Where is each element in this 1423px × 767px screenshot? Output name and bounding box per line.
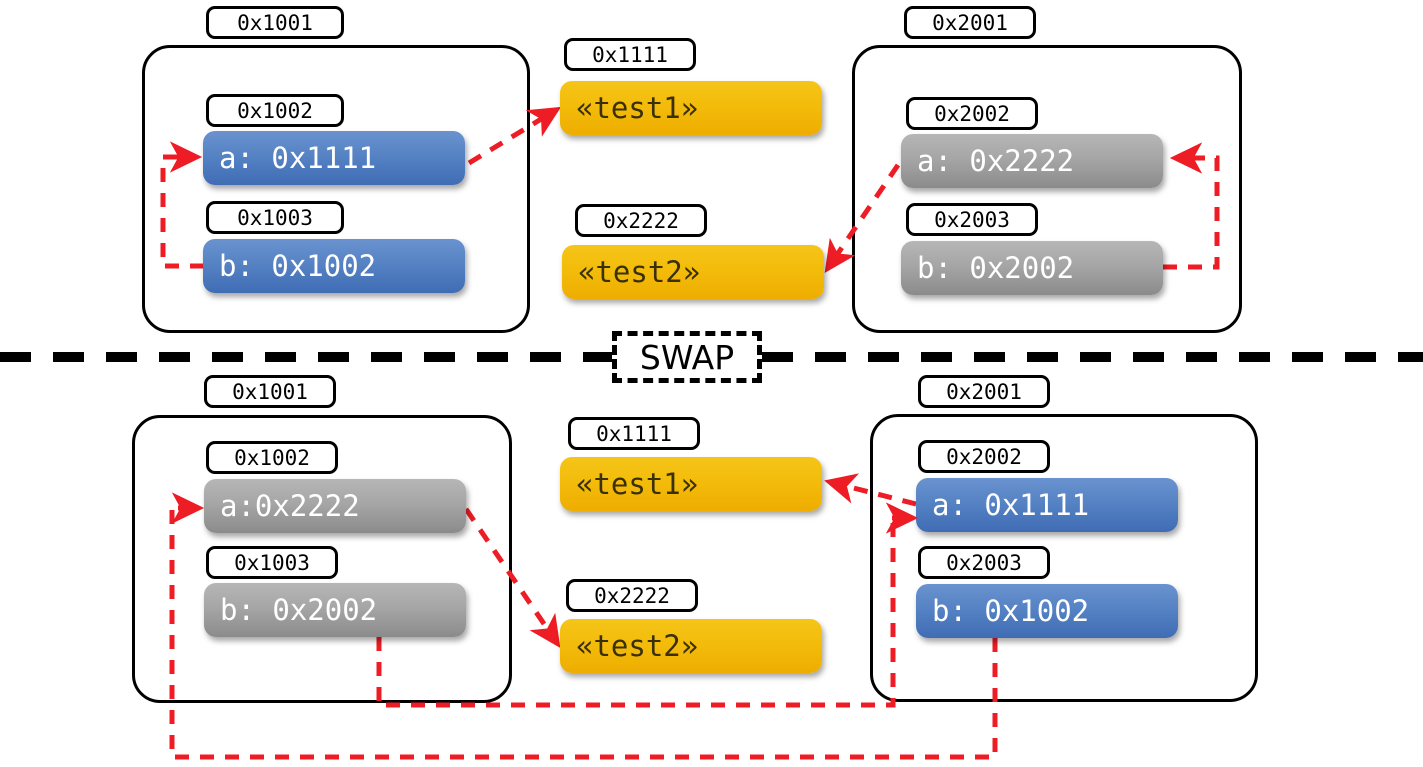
addr-before-right-slot-0: 0x2002 [906,97,1038,130]
addr-before-left-slot-0: 0x1002 [206,94,344,127]
addr-after-right-slot-0: 0x2002 [918,440,1050,473]
addr-after-left-region: 0x1001 [204,375,336,408]
slot-after-heap-test1: «test1» [560,457,822,511]
swap-label: SWAP [612,331,762,383]
addr-before-right-region: 0x2001 [904,6,1036,39]
addr-after-heap-0: 0x1111 [568,417,700,450]
addr-before-left-slot-1: 0x1003 [206,201,344,234]
slot-after-left-a: a:0x2222 [204,479,466,533]
slot-after-right-b: b: 0x1002 [916,584,1178,638]
slot-before-right-b: b: 0x2002 [901,241,1163,295]
addr-after-left-slot-0: 0x1002 [206,441,338,474]
slot-after-heap-test2: «test2» [560,619,822,673]
slot-before-heap-test2: «test2» [562,245,824,299]
addr-before-heap-0: 0x1111 [564,38,696,71]
addr-before-right-slot-1: 0x2003 [906,203,1038,236]
slot-before-right-a: a: 0x2222 [901,134,1163,188]
addr-after-heap-1: 0x2222 [566,579,698,612]
slot-before-heap-test1: «test1» [560,81,822,135]
addr-before-left-region: 0x1001 [206,6,344,39]
slot-before-left-a: a: 0x1111 [203,131,465,185]
slot-after-right-a: a: 0x1111 [916,478,1178,532]
addr-after-left-slot-1: 0x1003 [206,546,338,579]
addr-after-right-slot-1: 0x2003 [918,546,1050,579]
slot-before-left-b: b: 0x1002 [203,239,465,293]
addr-before-heap-1: 0x2222 [575,204,707,237]
slot-after-left-b: b: 0x2002 [204,583,466,637]
addr-after-right-region: 0x2001 [918,375,1050,408]
